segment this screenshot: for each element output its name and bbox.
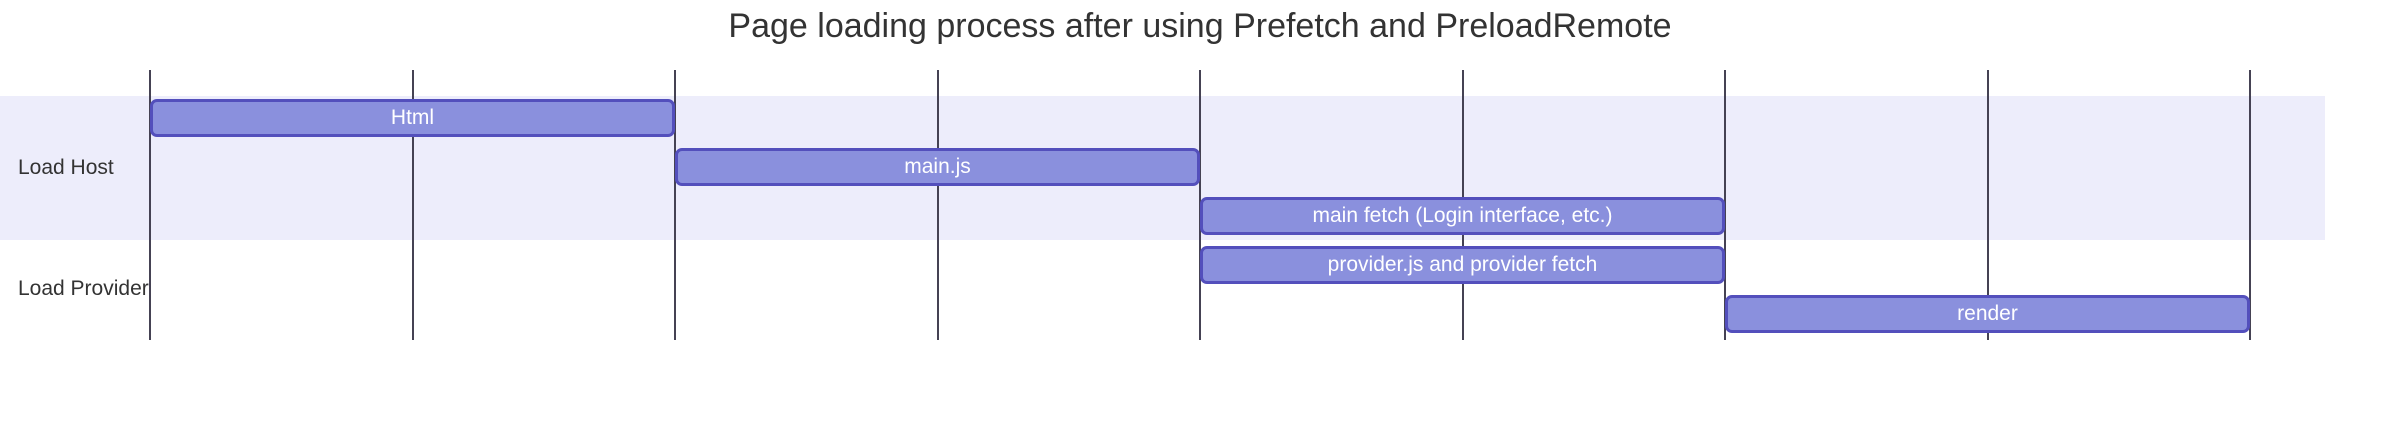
grid-tick [411, 70, 414, 340]
task-label-render: render [1957, 302, 2018, 325]
task-label-html: Html [390, 106, 435, 129]
task-label-main-fetch: main fetch (Login interface, etc.) [1312, 204, 1613, 227]
grid-tick [674, 70, 676, 340]
grid-tick [936, 70, 939, 340]
chart-title: Page loading process after using Prefetc… [728, 7, 1672, 45]
section-label-load-provider: Load Provider [18, 277, 149, 300]
task-bar-render: render [1725, 295, 2250, 333]
task-label-provider-fetch: provider.js and provider fetch [1327, 253, 1598, 276]
grid-tick [2249, 70, 2251, 340]
section-label-load-host: Load Host [18, 156, 114, 179]
task-bar-main-fetch: main fetch (Login interface, etc.) [1200, 197, 1725, 235]
grid-tick [1986, 70, 1989, 340]
grid-tick [1724, 70, 1726, 340]
task-label-main-js: main.js [904, 155, 971, 178]
task-bar-main-js: main.js [675, 148, 1200, 186]
grid-tick [149, 70, 151, 340]
task-bar-provider-fetch: provider.js and provider fetch [1200, 246, 1725, 284]
task-bar-html: Html [150, 99, 675, 137]
